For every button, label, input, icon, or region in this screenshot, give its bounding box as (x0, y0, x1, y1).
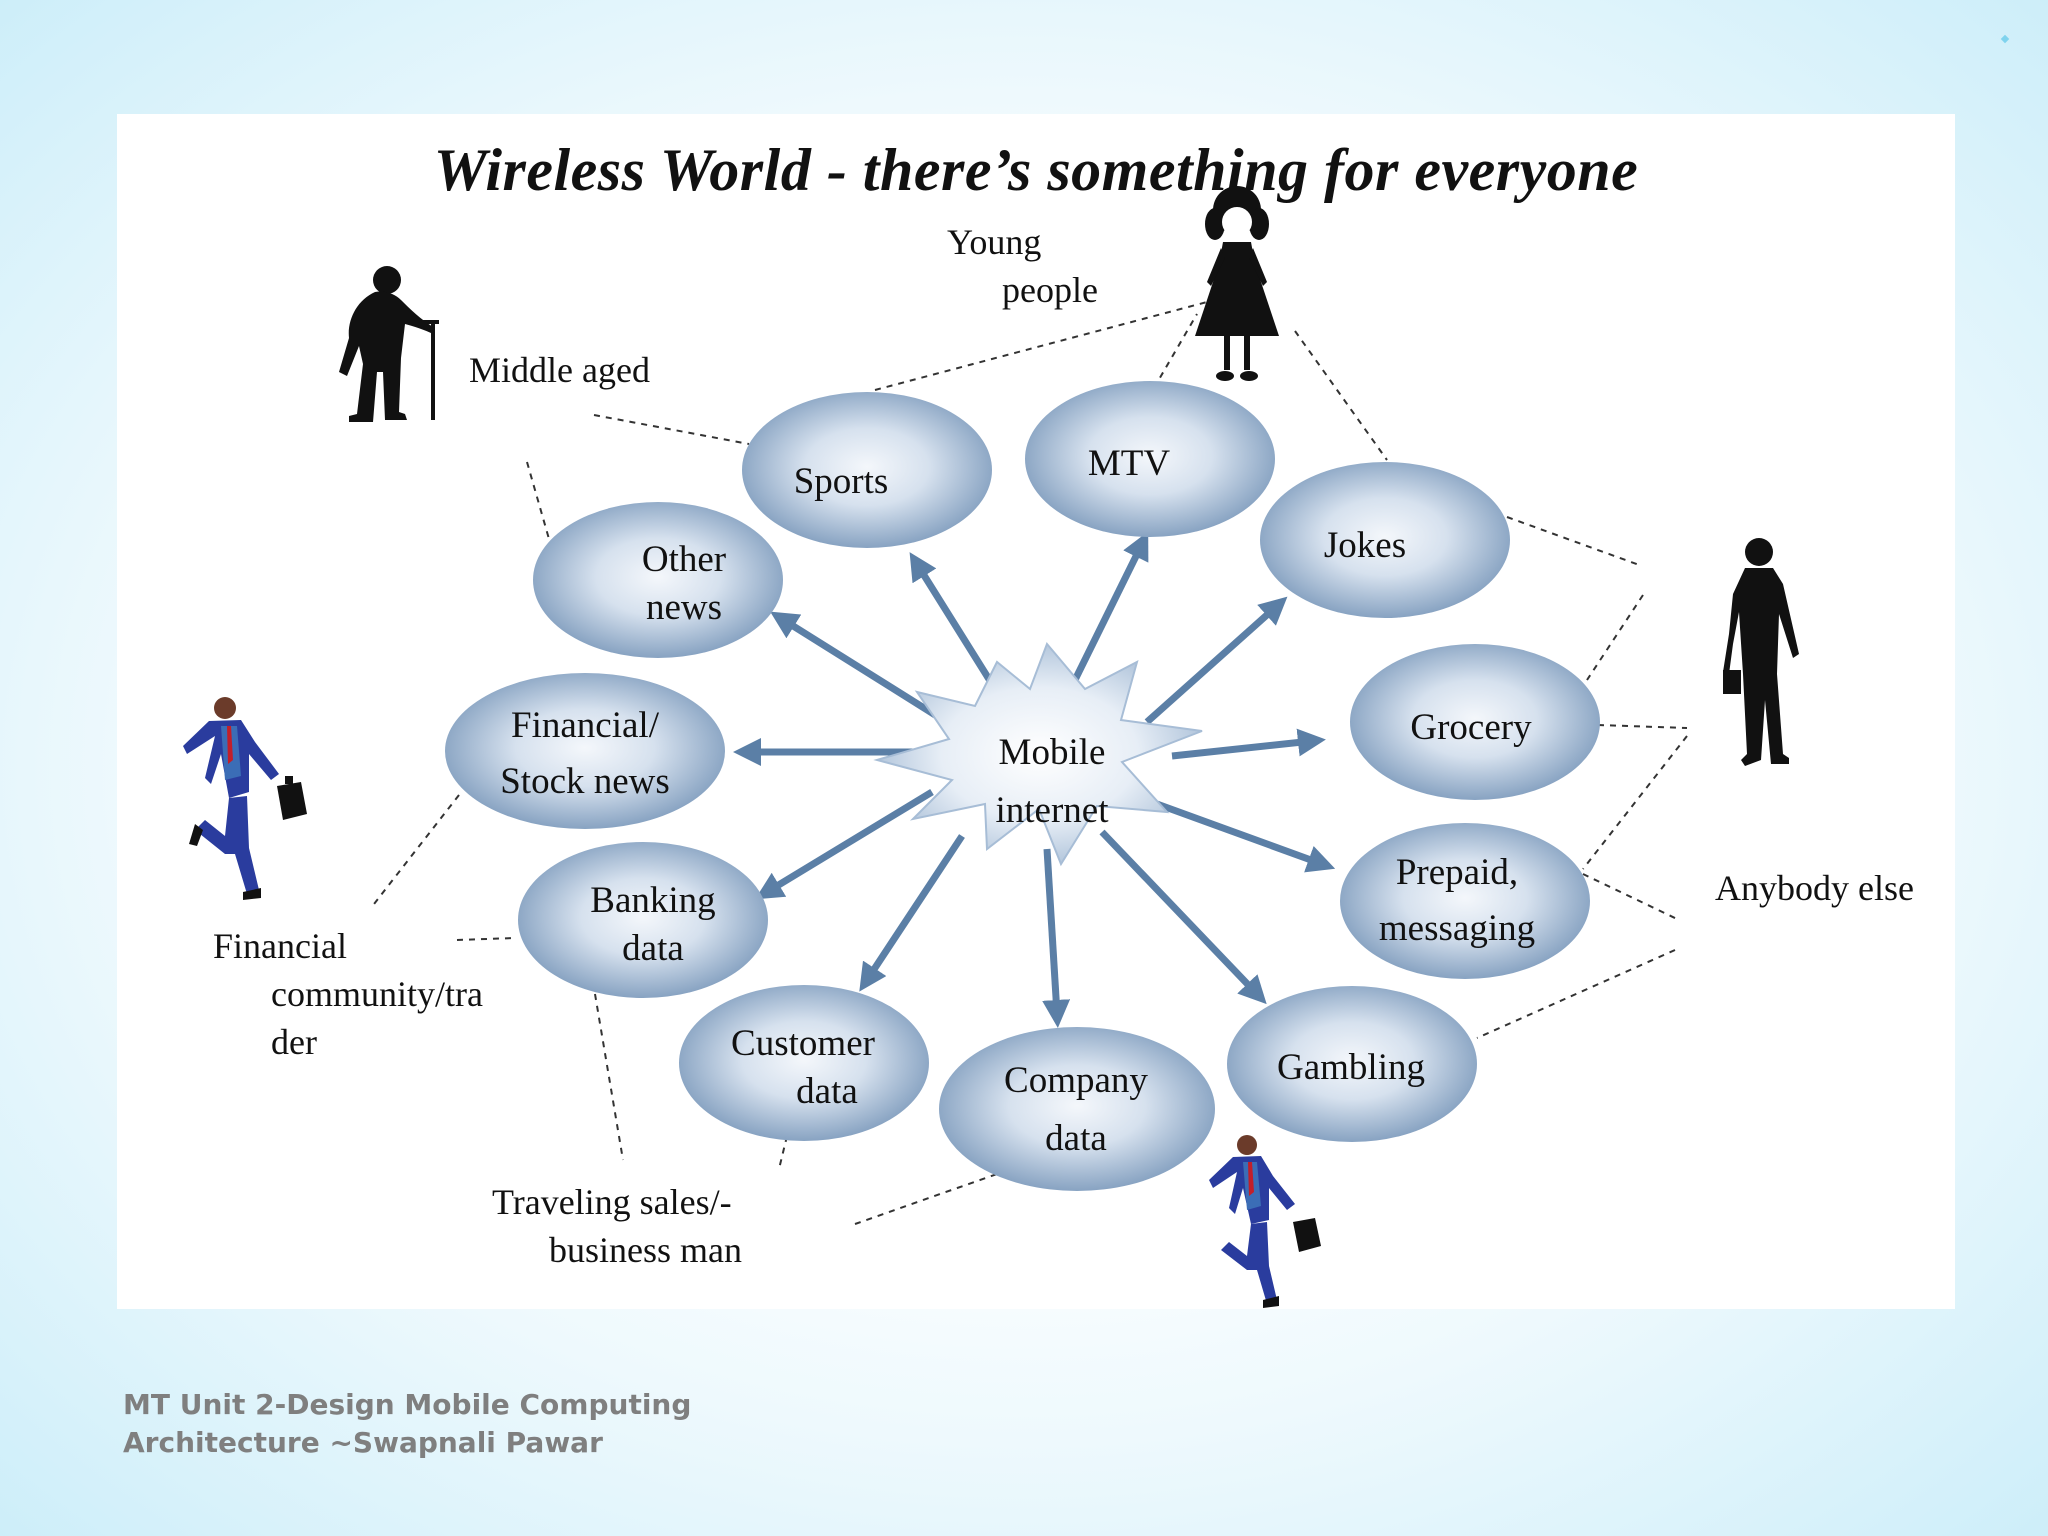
traveling-sales-line-2: business man (549, 1230, 742, 1270)
connector-traveling-customer (778, 1135, 788, 1170)
financial-community-label: Financial community/tra der (213, 922, 483, 1066)
connector-financial-banking (456, 937, 516, 941)
service-label-line: Company (1004, 1060, 1148, 1101)
service-arrows (733, 531, 1336, 1028)
service-label-line: Other (641, 539, 727, 580)
mobile-internet-label: Mobile internet (995, 729, 1108, 835)
ellipse-mtv (1025, 381, 1275, 537)
connector-young-mtv (1153, 313, 1198, 389)
ellipse-prepaid-messaging (1340, 823, 1590, 979)
arrow-to-grocery (1171, 728, 1326, 760)
diagram-panel: Wireless World - there’s something for e… (117, 114, 1955, 1309)
service-label-company-data: Company data (1004, 1057, 1148, 1163)
ellipse-other-news (533, 502, 783, 658)
girl-icon (1195, 186, 1279, 381)
arrow-to-prepaid (1155, 800, 1336, 873)
businessman-icon (1723, 538, 1799, 766)
connector-anybody-prepaid-b (1582, 873, 1678, 920)
connector-middle-othernews (526, 461, 550, 540)
arrow-to-other-news (770, 611, 942, 721)
connector-anybody-gambling (1476, 949, 1676, 1039)
elderly-person-icon (339, 266, 439, 422)
connector-young-jokes (1294, 330, 1388, 461)
ellipse-gambling (1227, 986, 1477, 1142)
service-label-line: Gambling (1277, 1047, 1425, 1088)
service-label-grocery: Grocery (1410, 704, 1531, 752)
service-label-line: data (1045, 1118, 1107, 1159)
service-label-financial-stock-news: Financial/ Stock news (500, 702, 670, 806)
ellipse-financial-stock-news (445, 673, 725, 829)
slide-footer: MT Unit 2-Design Mobile Computing Archit… (123, 1386, 823, 1462)
financial-community-line-3: der (271, 1022, 317, 1062)
service-label-gambling: Gambling (1277, 1044, 1425, 1092)
service-label-line: Customer (731, 1023, 875, 1064)
arrow-to-gambling (1099, 829, 1267, 1005)
service-label-mtv: MTV (1088, 440, 1170, 488)
arrow-to-sports (909, 552, 1000, 694)
service-label-line: Banking (590, 880, 716, 921)
slide-accent-mark (2000, 34, 2010, 44)
ellipse-grocery (1350, 644, 1600, 800)
anybody-else-label: Anybody else (1715, 868, 1914, 908)
service-label-line: data (796, 1071, 858, 1112)
service-label-line: Prepaid, (1395, 852, 1519, 893)
diagram-canvas (183, 186, 1799, 1308)
young-people-line-1: Young (947, 222, 1042, 262)
running-businessman-icon (183, 697, 307, 900)
service-label-line: Financial/ (511, 705, 659, 746)
service-label-sports: Sports (794, 458, 889, 506)
service-label-line: news (645, 587, 723, 628)
connector-young-sports (874, 301, 1208, 391)
service-label-line: messaging (1378, 908, 1536, 949)
ellipse-banking-data (518, 842, 768, 998)
service-label-jokes: Jokes (1324, 522, 1406, 570)
connector-traveling-banking (594, 993, 624, 1161)
service-ellipses (445, 381, 1600, 1191)
arrow-to-jokes (1144, 596, 1288, 725)
service-label-prepaid-messaging: Prepaid, messaging (1379, 849, 1535, 953)
running-businessman-icon (1209, 1135, 1321, 1308)
young-people-line-2: people (1002, 270, 1098, 310)
middle-aged-label: Middle aged (469, 350, 650, 390)
service-label-line: MTV (1087, 443, 1171, 484)
ellipse-jokes (1260, 462, 1510, 618)
connector-anybody-grocery-b (1597, 724, 1688, 729)
arrow-to-banking (755, 789, 934, 900)
arrow-to-customer (859, 834, 965, 992)
slide-title: Wireless World - there’s something for e… (433, 137, 1639, 203)
connector-traveling-company (854, 1173, 998, 1225)
service-label-line: Sports (793, 461, 889, 502)
service-label-banking-data: Banking data (590, 877, 715, 973)
service-label-line: Grocery (1410, 707, 1532, 748)
mobile-internet-starburst (873, 642, 1203, 867)
traveling-sales-line-1: Traveling sales/- (492, 1182, 732, 1222)
mobile-internet-line-1: Mobile (998, 732, 1106, 773)
arrow-to-company (1042, 848, 1071, 1028)
connector-anybody-prepaid-a (1582, 735, 1688, 870)
connector-financial-stock (373, 794, 460, 905)
young-people-label: Young people (947, 218, 1098, 314)
service-label-line: Stock news (500, 761, 670, 802)
connector-middle-sports (593, 414, 750, 445)
ellipse-company-data (939, 1027, 1215, 1191)
ellipse-customer-data (679, 985, 929, 1141)
traveling-sales-label: Traveling sales/- business man (492, 1178, 742, 1274)
financial-community-line-1: Financial (213, 926, 347, 966)
service-label-line: data (622, 928, 684, 969)
ellipse-sports (742, 392, 992, 548)
service-label-customer-data: Customer data (731, 1020, 875, 1116)
footer-line-2: Architecture ~Swapnali Pawar (123, 1426, 603, 1459)
arrow-to-mtv (1068, 531, 1149, 688)
footer-line-1: MT Unit 2-Design Mobile Computing (123, 1388, 692, 1421)
service-label-line: Jokes (1323, 525, 1407, 566)
connector-anybody-grocery-a (1586, 594, 1644, 681)
financial-community-line-2: community/tra (271, 974, 483, 1014)
service-label-other-news: Other news (642, 536, 726, 632)
connector-anybody-jokes (1506, 516, 1643, 567)
mobile-internet-line-2: internet (995, 790, 1109, 831)
dashed-connectors (373, 301, 1688, 1225)
